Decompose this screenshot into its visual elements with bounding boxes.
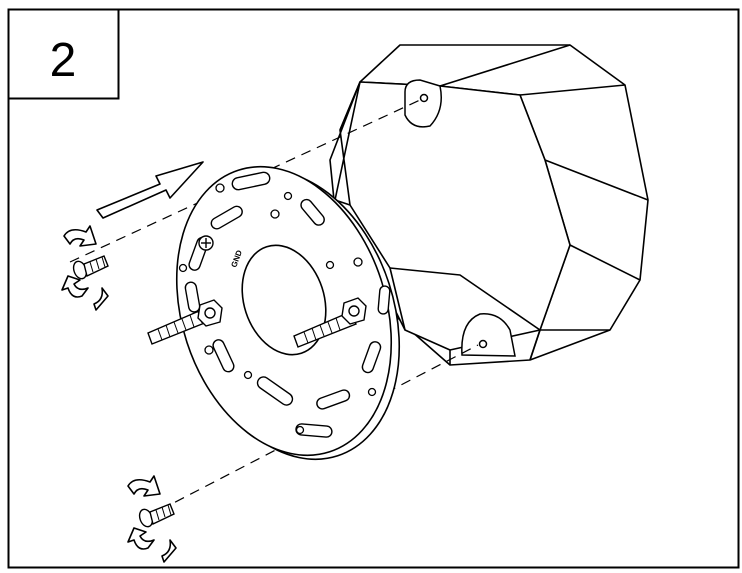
direction-arrow [96,161,204,219]
screw-upper [72,255,109,280]
diagram-frame [7,8,740,569]
plate-center-hole [241,244,327,356]
step-number-box: 2 [7,8,120,100]
screw-lower [138,503,175,528]
plate-holes [178,183,377,435]
mounting-plate: GND [175,165,401,461]
mounting-stud-right [293,297,367,348]
octagonal-box [329,44,649,366]
step-number: 2 [50,34,77,87]
rotation-arrows-upper-icon [61,225,109,311]
plate-slots [184,171,391,438]
mounting-stud-left [147,299,223,345]
box-mounting-tab-bottom [461,313,516,357]
ground-screw-icon [198,235,214,251]
rotation-arrows-lower-icon [127,475,177,563]
box-mounting-tab-top [404,79,442,128]
